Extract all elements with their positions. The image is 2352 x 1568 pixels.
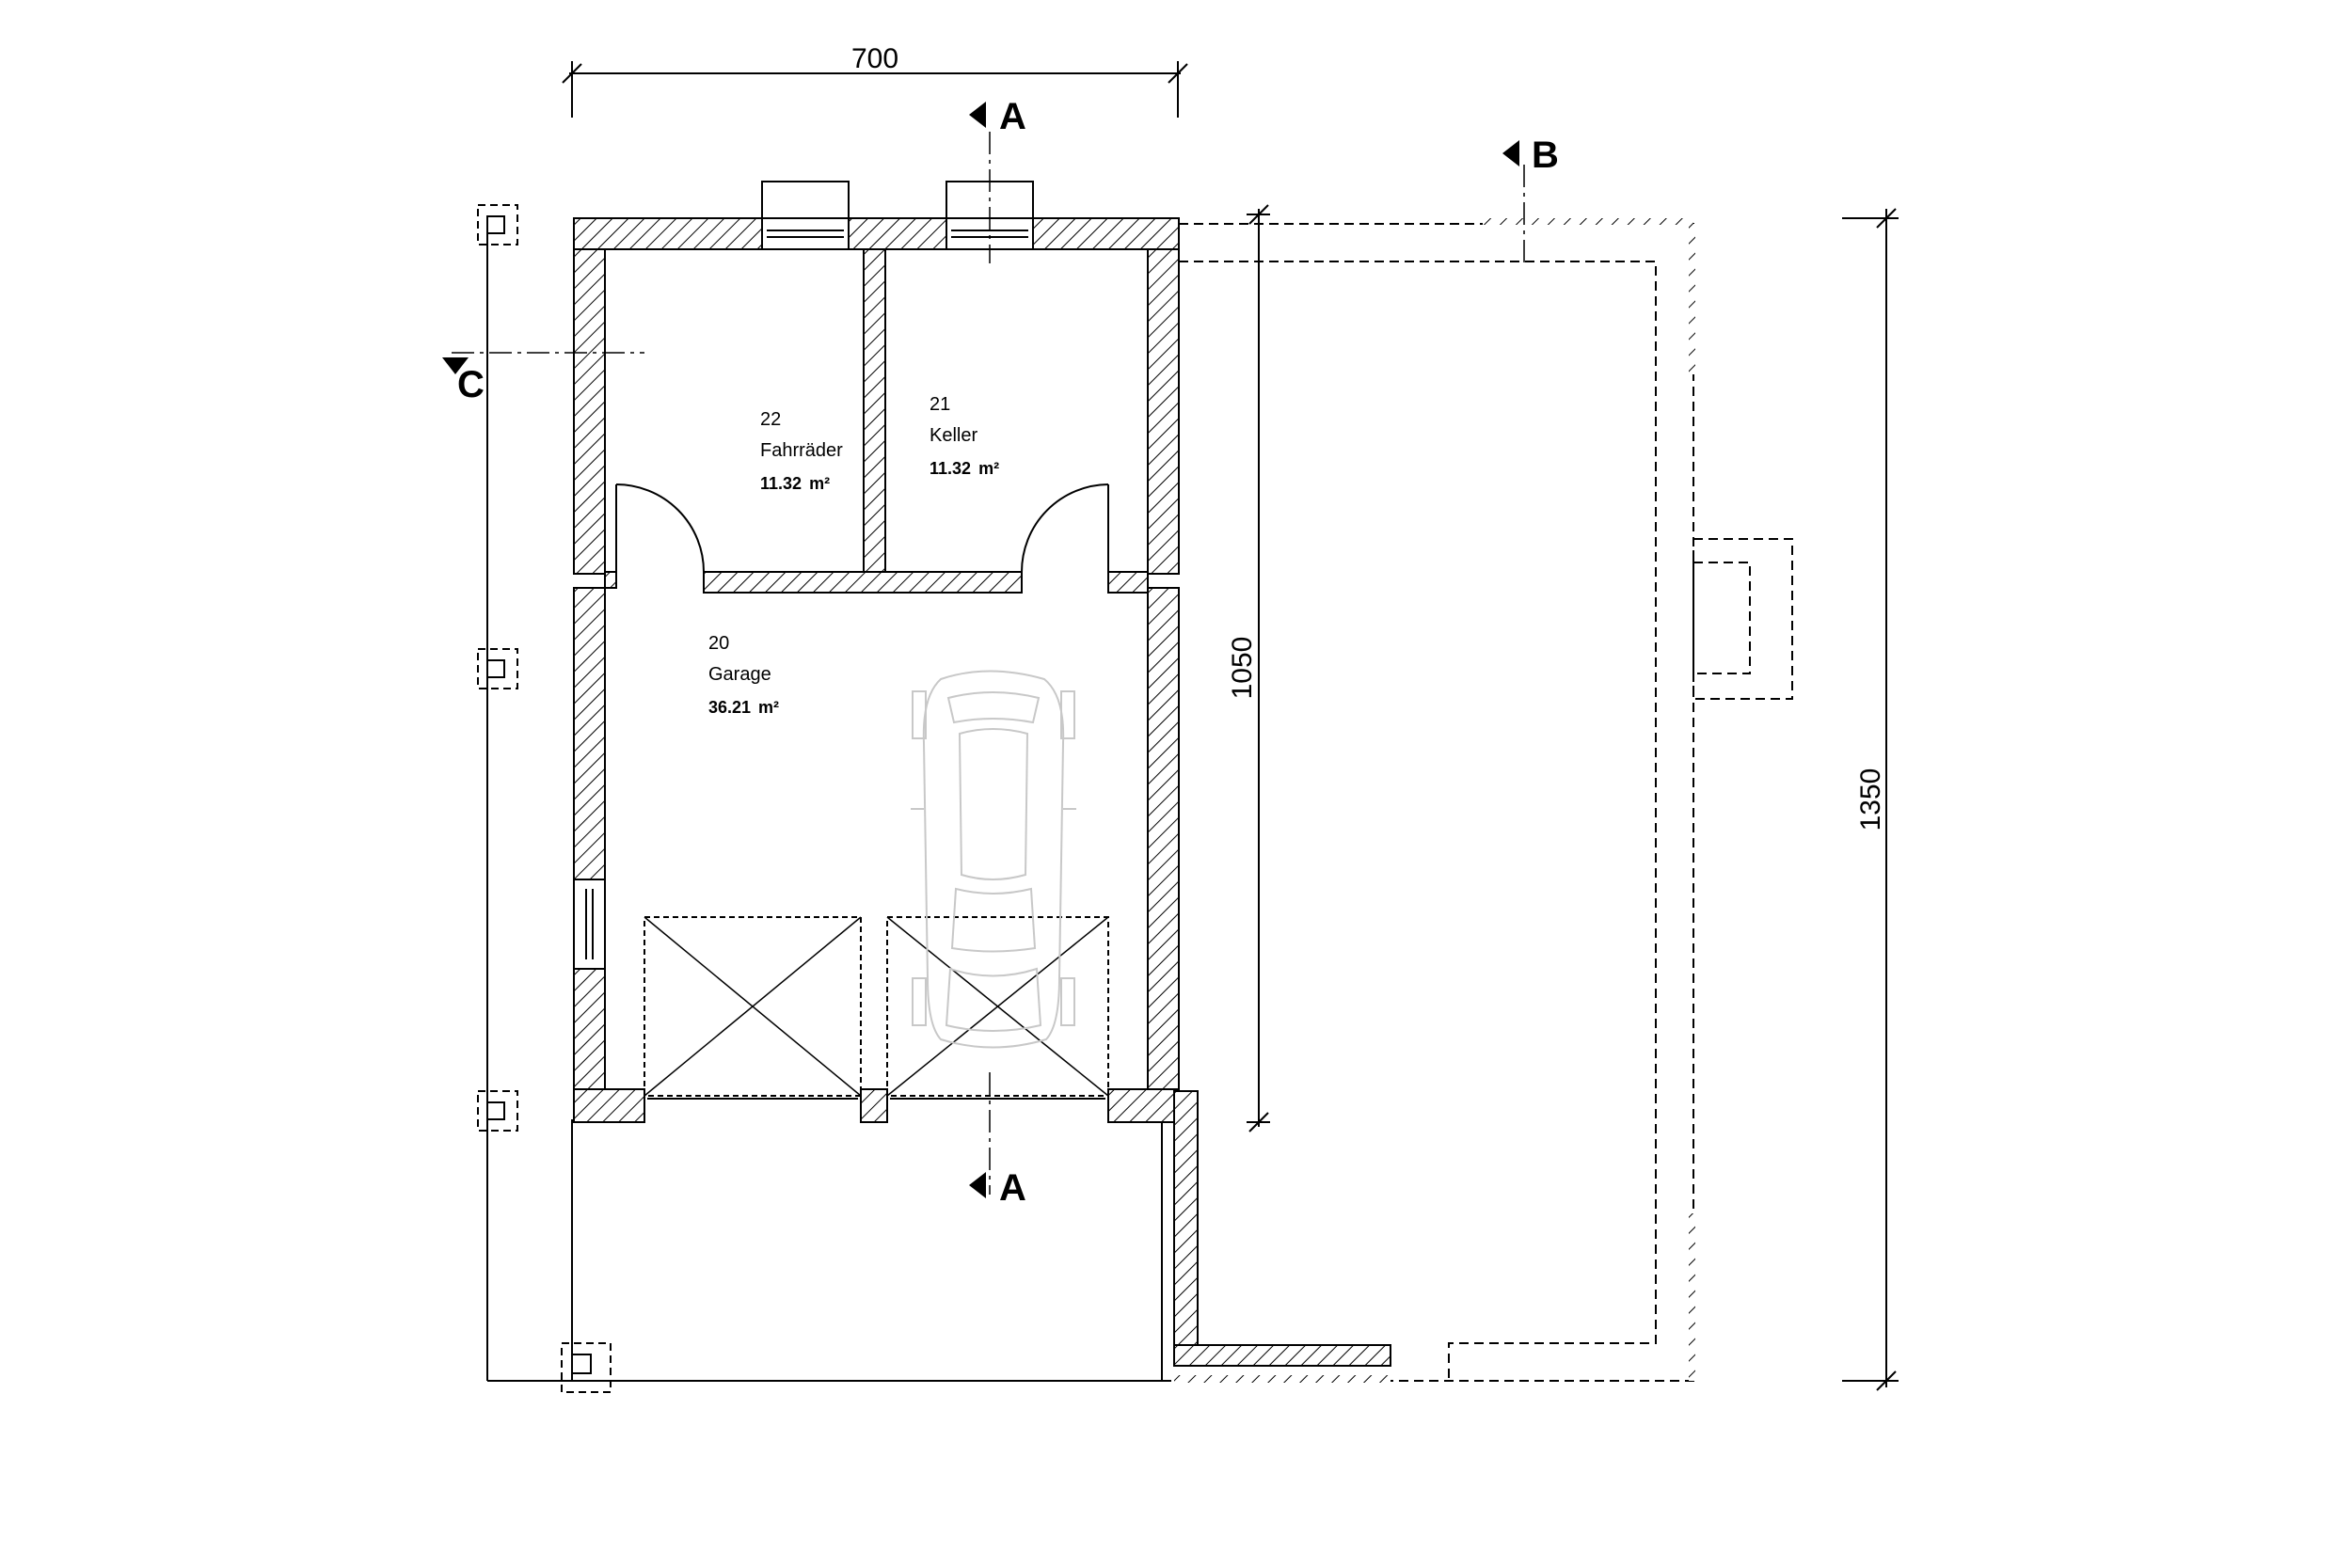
side-window bbox=[573, 879, 606, 970]
room-area: 36.21 bbox=[708, 698, 751, 717]
room-area-unit: m² bbox=[809, 474, 830, 493]
dimension-top-width-label: 700 bbox=[851, 43, 898, 74]
room-number: 21 bbox=[930, 394, 950, 415]
svg-text:A: A bbox=[999, 1167, 1026, 1209]
room-number: 20 bbox=[708, 633, 729, 654]
dimension-vertical-inner: 1050 bbox=[1227, 204, 1270, 1132]
section-marker-b: B bbox=[1502, 135, 1559, 176]
dimension-top-width: 700 bbox=[562, 43, 1188, 118]
side-storage-box bbox=[1692, 538, 1793, 700]
room-name: Keller bbox=[930, 425, 977, 446]
room-name: Fahrräder bbox=[760, 440, 843, 461]
room-area-unit: m² bbox=[978, 459, 999, 478]
section-marker-a-top: A bbox=[969, 96, 1026, 137]
walls bbox=[573, 217, 1391, 1367]
post-middle-left bbox=[477, 648, 518, 689]
dimension-vertical-inner-label: 1050 bbox=[1227, 637, 1258, 700]
window-top-fahrraeder bbox=[761, 181, 850, 250]
room-name: Garage bbox=[708, 664, 771, 685]
svg-text:A: A bbox=[999, 96, 1026, 137]
svg-text:B: B bbox=[1532, 135, 1559, 176]
room-area-unit: m² bbox=[758, 698, 779, 717]
section-marker-a-bottom: A bbox=[969, 1167, 1026, 1209]
dimension-vertical-total-label: 1350 bbox=[1855, 768, 1886, 832]
room-number: 22 bbox=[760, 409, 781, 430]
garage-door-left bbox=[644, 916, 862, 1100]
post-top-left bbox=[477, 204, 518, 245]
svg-text:C: C bbox=[457, 364, 485, 405]
room-area: 11.32 bbox=[760, 474, 802, 493]
dimension-vertical-total: 1350 bbox=[1842, 208, 1899, 1391]
room-label-garage: 20 Garage 36.21 m² bbox=[708, 633, 779, 717]
room-label-keller: 21 Keller 11.32 m² bbox=[930, 394, 999, 478]
post-bottom bbox=[561, 1342, 612, 1393]
carport-outline bbox=[1174, 218, 1695, 1383]
room-label-fahrraeder: 22 Fahrräder 11.32 m² bbox=[760, 409, 843, 493]
door-fahrraeder bbox=[615, 483, 705, 573]
post-lower-left bbox=[477, 1090, 518, 1132]
section-marker-c: C bbox=[442, 357, 485, 405]
car-icon bbox=[911, 670, 1076, 1049]
door-keller bbox=[1021, 483, 1109, 573]
garage-door-right bbox=[886, 916, 1109, 1100]
roof-outline-left bbox=[486, 218, 1171, 1382]
room-area: 11.32 bbox=[930, 459, 971, 478]
